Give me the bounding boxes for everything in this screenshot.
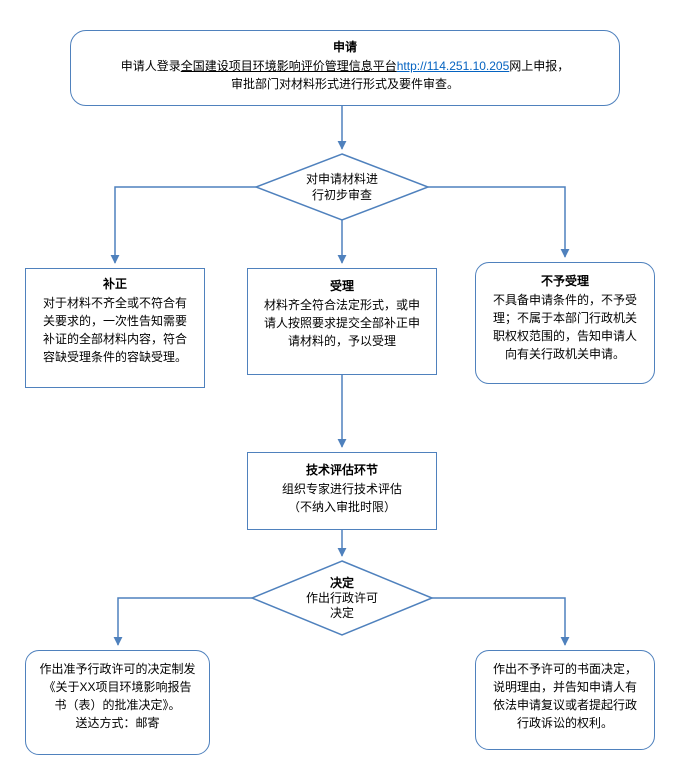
node-grant-body: 作出准予行政许可的决定制发《关于XX项目环境影响报告书（表）的批准决定》。	[39, 662, 196, 712]
platform-name: 全国建设项目环境影响评价管理信息平台	[180, 59, 397, 73]
screening-diamond	[253, 153, 431, 221]
apply-body-line2: 审批部门对材料形式进行形式及要件审查。	[230, 77, 459, 91]
node-evaluation-line1: 组织专家进行技术评估	[281, 482, 402, 496]
node-apply: 申请 申请人登录全国建设项目环境影响评价管理信息平台http://114.251…	[70, 30, 620, 106]
node-rejection-title: 不予受理	[540, 274, 589, 288]
screening-line1: 对申请材料进	[305, 172, 378, 186]
node-evaluation-title: 技术评估环节	[305, 463, 378, 477]
decision-line1: 作出行政许可	[305, 590, 378, 605]
node-rejection: 不予受理 不具备申请条件的，不予受理；不属于本部门行政机关职权权范围的，告知申请…	[475, 262, 655, 384]
node-acceptance: 受理 材料齐全符合法定形式，或申请人按照要求提交全部补正申请材料的，予以受理	[247, 268, 437, 375]
node-correction: 补正 对于材料不齐全或不符合有关要求的，一次性告知需要补证的全部材料内容，符合容…	[25, 268, 205, 388]
node-correction-body: 对于材料不齐全或不符合有关要求的，一次性告知需要补证的全部材料内容，符合容缺受理…	[42, 296, 187, 364]
node-rejection-body: 不具备申请条件的，不予受理；不属于本部门行政机关职权权范围的，告知申请人向有关行…	[492, 293, 637, 361]
decision-diamond	[250, 560, 434, 636]
node-evaluation-line2: （不纳入审批时限）	[287, 500, 396, 514]
apply-body-suffix: 网上申报，	[509, 59, 570, 73]
node-deny: 作出不予许可的书面决定，说明理由，并告知申请人有依法申请复议或者提起行政行政诉讼…	[475, 650, 655, 750]
screening-line2: 行初步审查	[311, 188, 372, 202]
decision-line2: 决定	[329, 605, 354, 620]
decision-diamond-label: 决定 作出行政许可 决定	[252, 561, 432, 635]
node-deny-body: 作出不予许可的书面决定，说明理由，并告知申请人有依法申请复议或者提起行政行政诉讼…	[492, 662, 637, 730]
node-apply-body: 申请人登录全国建设项目环境影响评价管理信息平台http://114.251.10…	[81, 57, 609, 93]
arrow-decision-to-grant	[113, 597, 252, 646]
screening-diamond-label: 对申请材料进 行初步审查	[256, 154, 428, 220]
node-apply-title: 申请	[332, 40, 357, 54]
node-grant: 作出准予行政许可的决定制发《关于XX项目环境影响报告书（表）的批准决定》。 送达…	[25, 650, 210, 755]
arrow-decision-to-deny	[432, 597, 570, 646]
node-acceptance-body: 材料齐全符合法定形式，或申请人按照要求提交全部补正申请材料的，予以受理	[263, 298, 420, 348]
arrow-screening-to-rejection	[428, 186, 570, 258]
node-correction-title: 补正	[102, 277, 127, 291]
apply-body-prefix: 申请人登录	[120, 59, 181, 73]
decision-title: 决定	[329, 575, 354, 590]
arrow-screening-to-correction	[110, 186, 256, 264]
node-acceptance-title: 受理	[329, 279, 354, 293]
node-grant-delivery: 送达方式：邮寄	[75, 716, 160, 730]
node-evaluation: 技术评估环节 组织专家进行技术评估 （不纳入审批时限）	[247, 452, 437, 530]
platform-link[interactable]: http://114.251.10.205	[396, 59, 510, 73]
